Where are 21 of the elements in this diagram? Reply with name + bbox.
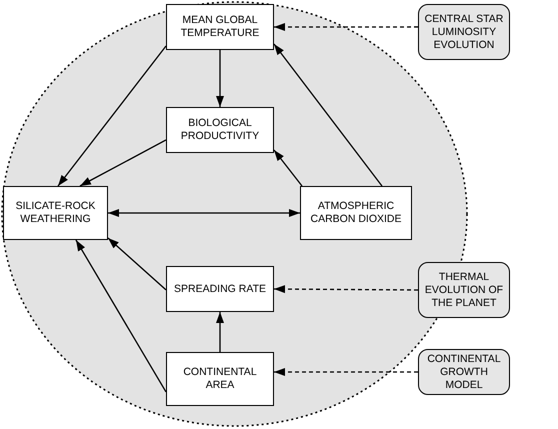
arrow: [216, 312, 224, 352]
arrow: [216, 50, 224, 107]
process-box: MEAN GLOBAL TEMPERATURE: [166, 4, 274, 50]
arrow: [273, 44, 382, 186]
arrow: [273, 150, 303, 186]
process-box: BIOLOGICAL PRODUCTIVITY: [166, 107, 274, 153]
dashed-arrow: [274, 285, 418, 294]
process-box: SPREADING RATE: [166, 266, 274, 312]
process-box: SILICATE-ROCK WEATHERING: [3, 186, 108, 240]
arrow: [75, 240, 167, 392]
dashed-arrow: [274, 368, 418, 376]
arrow: [108, 209, 300, 217]
arrow: [58, 46, 167, 186]
arrow: [80, 139, 166, 187]
process-box: CONTINENTAL AREA: [166, 352, 274, 406]
process-box: ATMOSPHERIC CARBON DIOXIDE: [300, 186, 412, 240]
input-box: CONTINENTAL GROWTH MODEL: [418, 349, 510, 395]
arrow: [108, 238, 166, 290]
input-box: THERMAL EVOLUTION OF THE PLANET: [418, 262, 510, 318]
dashed-arrow: [274, 23, 418, 31]
input-box: CENTRAL STAR LUMINOSITY EVOLUTION: [418, 4, 510, 60]
